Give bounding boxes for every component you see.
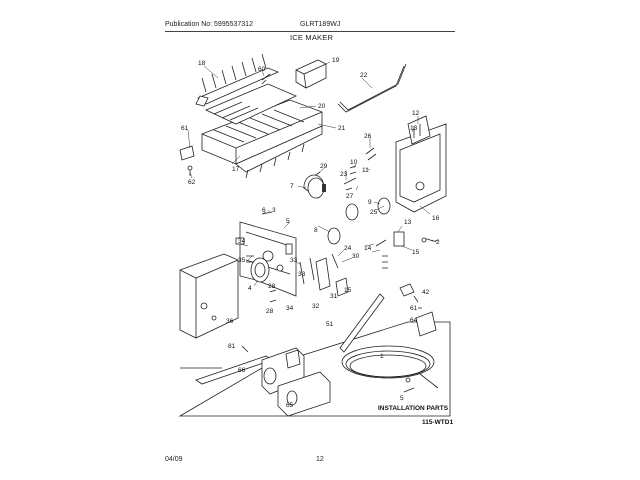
supply-tube-part <box>339 293 385 353</box>
clip-part <box>179 145 195 161</box>
callout-31: 31 <box>330 293 338 300</box>
callout-9: 9 <box>368 199 372 206</box>
callout-36: 36 <box>226 318 234 325</box>
callout-65: 65 <box>286 402 294 409</box>
installation-parts-label: INSTALLATION PARTS <box>378 405 449 412</box>
leader-lines <box>187 61 437 287</box>
callout-13: 13 <box>410 125 418 132</box>
callout-42: 42 <box>422 289 430 296</box>
callout-16: 16 <box>432 215 440 222</box>
callout-25: 25 <box>370 209 378 216</box>
callout-64: 64 <box>410 317 418 324</box>
installation-box <box>178 321 451 417</box>
callout-7: 7 <box>290 183 294 190</box>
callout-5b: 5 <box>400 395 404 402</box>
coiled-tubing-part <box>341 345 439 389</box>
callout-34: 34 <box>238 238 246 245</box>
callout-34b: 34 <box>286 305 294 312</box>
screw-part <box>261 73 271 85</box>
callout-21: 21 <box>338 125 346 132</box>
callout-17: 17 <box>232 166 240 173</box>
callout-12: 12 <box>412 110 420 117</box>
footer-date: 04/09 <box>165 456 183 463</box>
callout-14: 14 <box>364 245 372 252</box>
callout-2: 2 <box>436 239 440 246</box>
mold-part <box>201 99 323 179</box>
callout-19: 19 <box>332 57 340 64</box>
callout-6: 6 <box>262 207 266 214</box>
callout-33a: 33 <box>290 257 298 264</box>
callout-32: 32 <box>312 303 320 310</box>
callout-1: 1 <box>380 353 384 360</box>
callout-11: 11 <box>362 167 369 174</box>
callout-22: 22 <box>360 72 368 79</box>
callout-8: 8 <box>314 227 318 234</box>
callout-10: 10 <box>350 159 358 166</box>
callout-33b: 33 <box>298 271 306 278</box>
callout-81: 81 <box>228 343 236 350</box>
callout-29: 29 <box>320 163 328 170</box>
bracket-part <box>295 59 327 89</box>
callout-62: 62 <box>188 179 196 186</box>
water-valve-part <box>261 347 331 417</box>
control-housing-part <box>395 115 447 213</box>
callout-3: 3 <box>272 207 276 214</box>
inlet-tube-part <box>195 355 273 385</box>
callout-61b: 61 <box>410 305 418 312</box>
callout-35: 35 <box>238 257 246 264</box>
section-title: ICE MAKER <box>290 33 334 42</box>
callout-60: 60 <box>258 66 266 73</box>
callout-28a: 28 <box>268 283 276 290</box>
ratchet-gear-part <box>250 257 270 283</box>
callout-30: 30 <box>352 253 360 260</box>
header-publication: Publication No: 5995537312 <box>165 21 253 28</box>
callout-23: 23 <box>340 171 348 178</box>
callout-27: 27 <box>346 193 354 200</box>
callout-20: 20 <box>318 103 326 110</box>
motor-part <box>303 174 326 199</box>
cover-part <box>179 253 239 339</box>
mold-frame-part <box>205 83 297 125</box>
callout-28b: 28 <box>266 308 274 315</box>
callout-13b: 13 <box>404 219 412 226</box>
callout-labels: 18 60 19 22 20 21 61 62 17 12 13 26 10 1… <box>181 57 453 426</box>
callout-4: 4 <box>248 285 252 292</box>
callout-15b: 15 <box>344 287 352 294</box>
gear-part <box>345 203 359 221</box>
callout-66: 66 <box>238 367 246 374</box>
header-rule <box>165 31 455 32</box>
fill-tube-part <box>337 65 405 113</box>
callout-51: 51 <box>326 321 334 328</box>
callout-26: 26 <box>364 133 372 140</box>
figure-code: 115-WTD1 <box>422 419 453 426</box>
callout-5: 5 <box>286 218 290 225</box>
callout-15a: 15 <box>412 249 420 256</box>
ejector-part <box>195 53 280 107</box>
page-number: 12 <box>316 456 324 463</box>
callout-61: 61 <box>181 125 189 132</box>
callout-18: 18 <box>198 60 206 67</box>
header-model: GLRT189WJ <box>300 21 341 28</box>
callout-24: 24 <box>344 245 352 252</box>
